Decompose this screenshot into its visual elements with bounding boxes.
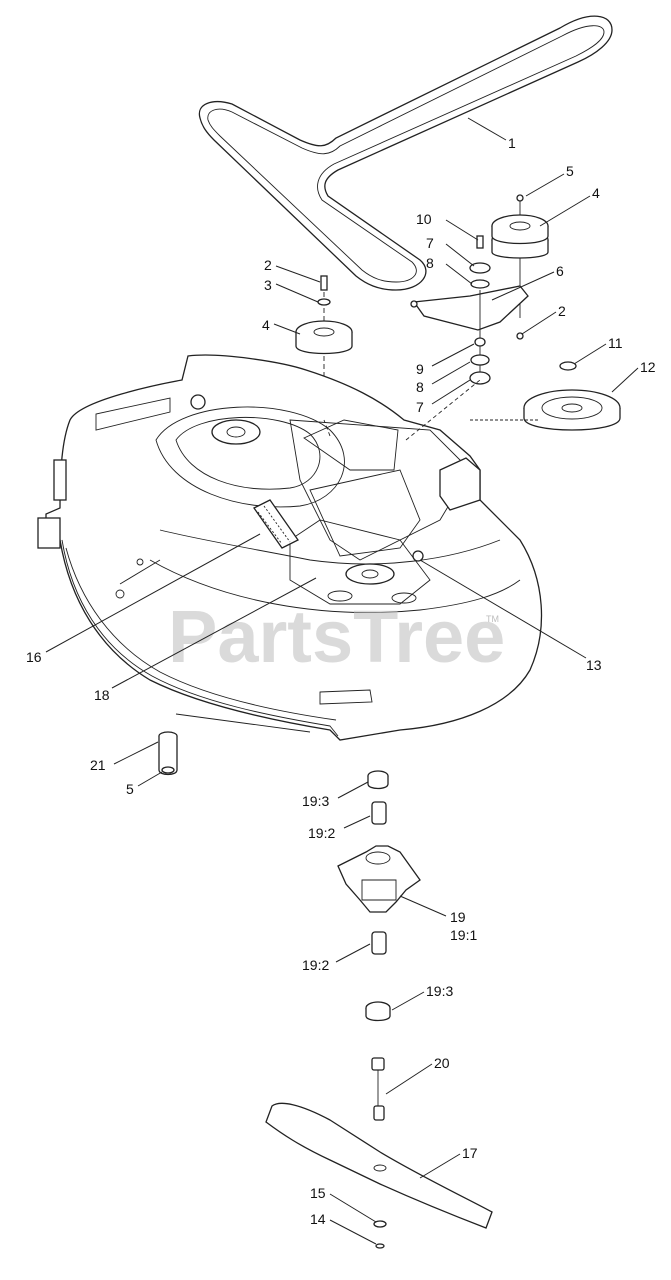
callout-9: 9 bbox=[416, 361, 424, 377]
callout-8: 8 bbox=[426, 255, 434, 271]
mower-blade bbox=[265, 1102, 493, 1249]
callout-5: 5 bbox=[126, 781, 134, 797]
callout-3: 3 bbox=[264, 277, 272, 293]
callout-2: 2 bbox=[264, 257, 272, 273]
callout-18: 18 bbox=[94, 687, 110, 703]
callout-20: 20 bbox=[434, 1055, 450, 1071]
callout-10: 10 bbox=[416, 211, 432, 227]
callout-19-3: 19:3 bbox=[426, 983, 453, 999]
callout-14: 14 bbox=[310, 1211, 326, 1227]
callout-17: 17 bbox=[462, 1145, 478, 1161]
callout-19-2: 19:2 bbox=[308, 825, 335, 841]
spindle-assembly bbox=[337, 770, 421, 1121]
callout-7: 7 bbox=[416, 399, 424, 415]
callout-2: 2 bbox=[558, 303, 566, 319]
callout-1: 1 bbox=[508, 135, 516, 151]
callout-6: 6 bbox=[556, 263, 564, 279]
callout-7: 7 bbox=[426, 235, 434, 251]
callout-5: 5 bbox=[566, 163, 574, 179]
callout-12: 12 bbox=[640, 359, 656, 375]
callout-8: 8 bbox=[416, 379, 424, 395]
deck-roller-21 bbox=[158, 713, 311, 776]
callout-19-2: 19:2 bbox=[302, 957, 329, 973]
callout-16: 16 bbox=[26, 649, 42, 665]
callout-11: 11 bbox=[608, 335, 623, 351]
watermark: PartsTree TM bbox=[168, 595, 505, 678]
callout-15: 15 bbox=[310, 1185, 326, 1201]
callout-4: 4 bbox=[592, 185, 600, 201]
watermark-trademark: TM bbox=[486, 614, 499, 624]
drive-belt bbox=[198, 15, 613, 291]
mower-deck bbox=[37, 354, 543, 741]
deck-pulley-12 bbox=[470, 361, 621, 431]
callout-13: 13 bbox=[586, 657, 602, 673]
callout-19-1: 19:1 bbox=[450, 927, 477, 943]
callout-4: 4 bbox=[262, 317, 270, 333]
callout-19-3: 19:3 bbox=[302, 793, 329, 809]
callout-labels: 1 5 4 10 7 6 8 2 3 4 2 9 8 7 11 12 16 13… bbox=[26, 135, 656, 1227]
watermark-text: PartsTree bbox=[168, 595, 505, 678]
callout-21: 21 bbox=[90, 757, 106, 773]
callout-19: 19 bbox=[450, 909, 466, 925]
leader-lines bbox=[45, 117, 639, 1245]
